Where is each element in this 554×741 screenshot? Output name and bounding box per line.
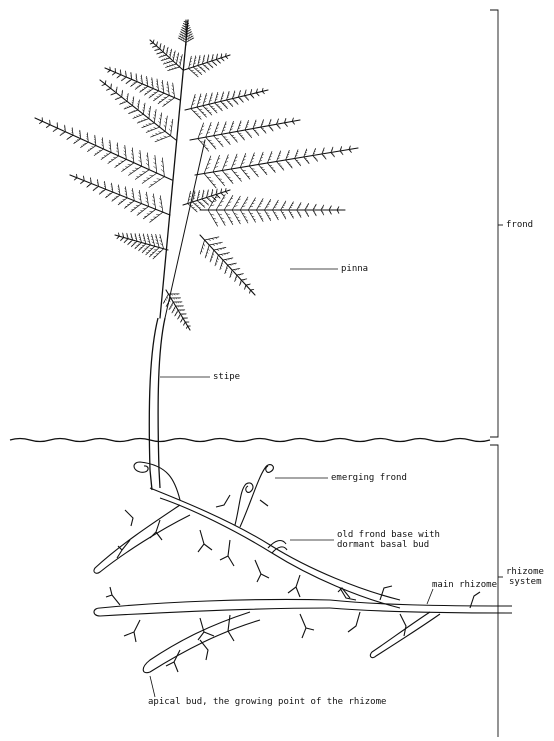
brackets [490,10,503,737]
soil-surface-line [10,439,490,442]
frond-blade [35,20,358,330]
label-pinna: pinna [341,264,368,274]
label-main-rhizome: main rhizome [432,580,497,590]
label-old-frond-base-line1: old frond base with [337,530,440,540]
label-stipe: stipe [213,372,240,382]
label-old-frond-base-line2: dormant basal bud [337,540,429,550]
label-rhizome-system-line1: rhizome [506,567,544,577]
leader-lines [150,269,433,697]
label-apical-bud: apical bud, the growing point of the rhi… [148,697,386,707]
label-rhizome-system-line2: system [509,577,542,587]
label-emerging-frond: emerging frond [331,473,407,483]
rhizome-drawing [94,462,512,673]
label-frond: frond [506,220,533,230]
